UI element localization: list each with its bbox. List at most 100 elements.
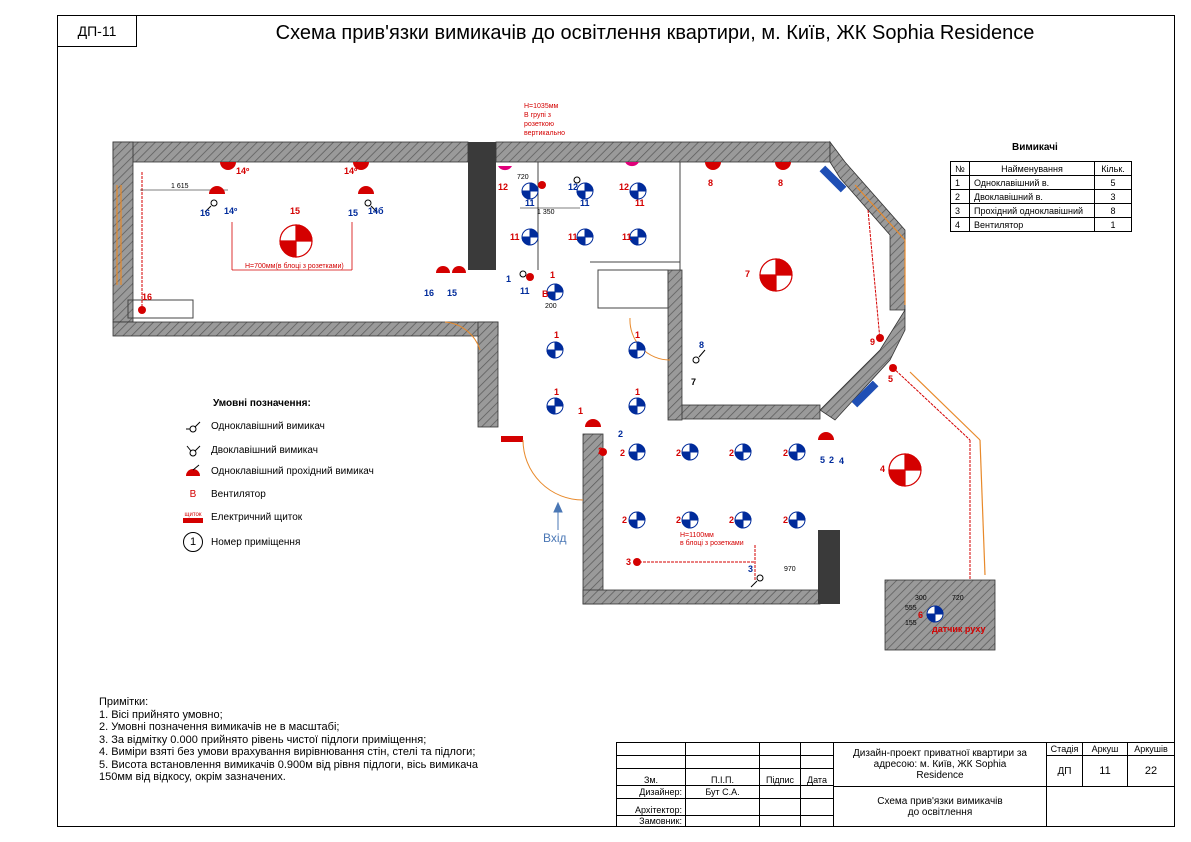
table-cell: 1 [1094, 217, 1132, 232]
chandeliers [279, 224, 922, 487]
tb-sheets-label: Аркушів [1127, 742, 1175, 756]
legend-label: Одноклавішний прохідний вимикач [211, 465, 374, 477]
room-label: 1 [578, 406, 583, 416]
notes-heading: Примітки: [99, 696, 149, 708]
table-cell: 3 [1094, 189, 1132, 204]
chandelier [759, 258, 793, 292]
room-label: 11 [568, 232, 578, 242]
switch-glyphs [204, 176, 764, 588]
h1035-note-1: H=1035мм [524, 103, 559, 110]
column-left [468, 142, 496, 270]
room-label: 12 [498, 182, 508, 192]
legend-item: Двоклавішний вимикач [175, 440, 318, 460]
tb-col-zm: Зм. [616, 768, 686, 786]
radiator-2 [851, 380, 879, 408]
light-fixture [521, 182, 539, 200]
room-label: 11 [525, 198, 535, 208]
room-label: 5 [820, 455, 825, 465]
h1100-note-2: в блоці з розетками [680, 539, 744, 547]
room-label: 1 [550, 270, 555, 280]
room-label: 11 [580, 198, 590, 208]
entry-arrow [553, 501, 563, 530]
room-label: 8 [778, 178, 783, 188]
tb-stage: ДП [1046, 755, 1083, 787]
motion-sensor-label: датчик руху [932, 624, 986, 634]
h1035-note-2: В групі з [524, 111, 551, 119]
note-line: 5. Висота встановлення вимикачів 0.900м … [99, 758, 478, 771]
light-fixture [546, 397, 564, 415]
room-label: 4 [880, 464, 885, 474]
note-line: 3. За відмітку 0.000 прийнято рівень чис… [99, 733, 427, 746]
note-line: 1. Вісі прийнято умовно; [99, 708, 223, 721]
room-label: 14º [344, 166, 358, 176]
room-label: 2 [729, 515, 734, 525]
table-header: Найменування [969, 161, 1095, 176]
room-label: 14º [224, 206, 238, 216]
panel-box [501, 436, 523, 442]
table-cell: 4 [950, 217, 970, 232]
pass-switch-icon [175, 464, 211, 478]
room-label: 4 [839, 456, 844, 466]
legend-label: Номер приміщення [211, 536, 301, 548]
table-cell: 3 [950, 203, 970, 218]
panel-icon: щиток [175, 512, 211, 523]
room-label: 11 [520, 286, 530, 296]
wall-right-diag [819, 308, 906, 421]
room-label: 2 [598, 446, 603, 456]
dim-720b: 720 [952, 595, 964, 602]
light-fixture [576, 182, 594, 200]
dim-970: 970 [784, 566, 796, 573]
drawing-title: Схема прив'язки вимикачів до освітлення … [275, 22, 1035, 44]
room-label: 2 [620, 448, 625, 458]
room-label: 11 [635, 198, 645, 208]
room-label: 2 [622, 515, 627, 525]
tb-designer-name: Бут С.А. [685, 785, 760, 799]
room-label: 16 [142, 292, 152, 302]
wall-corridor-bottom [679, 404, 821, 420]
room-label: 11 [510, 232, 520, 242]
room-label: 7 [691, 377, 696, 387]
room-label: 9 [870, 337, 875, 347]
legend-label: Одноклавішний вимикач [211, 420, 325, 432]
light-fixture [628, 341, 646, 359]
room-label: 3 [748, 564, 753, 574]
room-label: 14б [368, 206, 384, 216]
wall-corridor-left [667, 269, 683, 421]
legend-label: Електричний щиток [211, 511, 303, 523]
light-fixture [681, 511, 699, 529]
room-label: 1 [554, 330, 559, 340]
wall-right-upper [829, 140, 906, 311]
room-label: 1 [554, 387, 559, 397]
double-switch-icon [175, 443, 211, 457]
room-label: 3 [626, 557, 631, 567]
legend-title: Умовні позначення: [213, 398, 311, 409]
room-label: 2 [676, 448, 681, 458]
legend-item: B Вентилятор [175, 484, 266, 504]
table-cell: Прохідний одноклавішний [969, 203, 1095, 218]
room-label: 16 [200, 208, 210, 218]
switches-table-title: Вимикачі [1012, 142, 1058, 153]
tb-architect-label: Архітектор: [616, 798, 686, 816]
light-fixture [734, 511, 752, 529]
light-fixture [521, 228, 539, 246]
room-label: 11 [622, 232, 632, 242]
wall-top-left [112, 141, 469, 163]
dim-720: 720 [517, 174, 529, 181]
room-label: 2 [829, 455, 834, 465]
room-label: 1 [635, 330, 640, 340]
room-label: 14º [236, 166, 250, 176]
light-fixture [681, 443, 699, 461]
room-label: 15 [447, 288, 457, 298]
dim-1615: 1 615 [171, 183, 189, 190]
table-cell: Вентилятор [969, 217, 1095, 232]
single-switch-icon [175, 419, 211, 433]
pass-switches [138, 181, 897, 566]
table-cell: 1 [950, 175, 970, 190]
tb-designer-label: Дизайнер: [616, 785, 686, 799]
light-fixture [788, 443, 806, 461]
room-label: 5 [888, 374, 893, 384]
note-line: 4. Виміри взяті без умови врахування вир… [99, 746, 476, 758]
